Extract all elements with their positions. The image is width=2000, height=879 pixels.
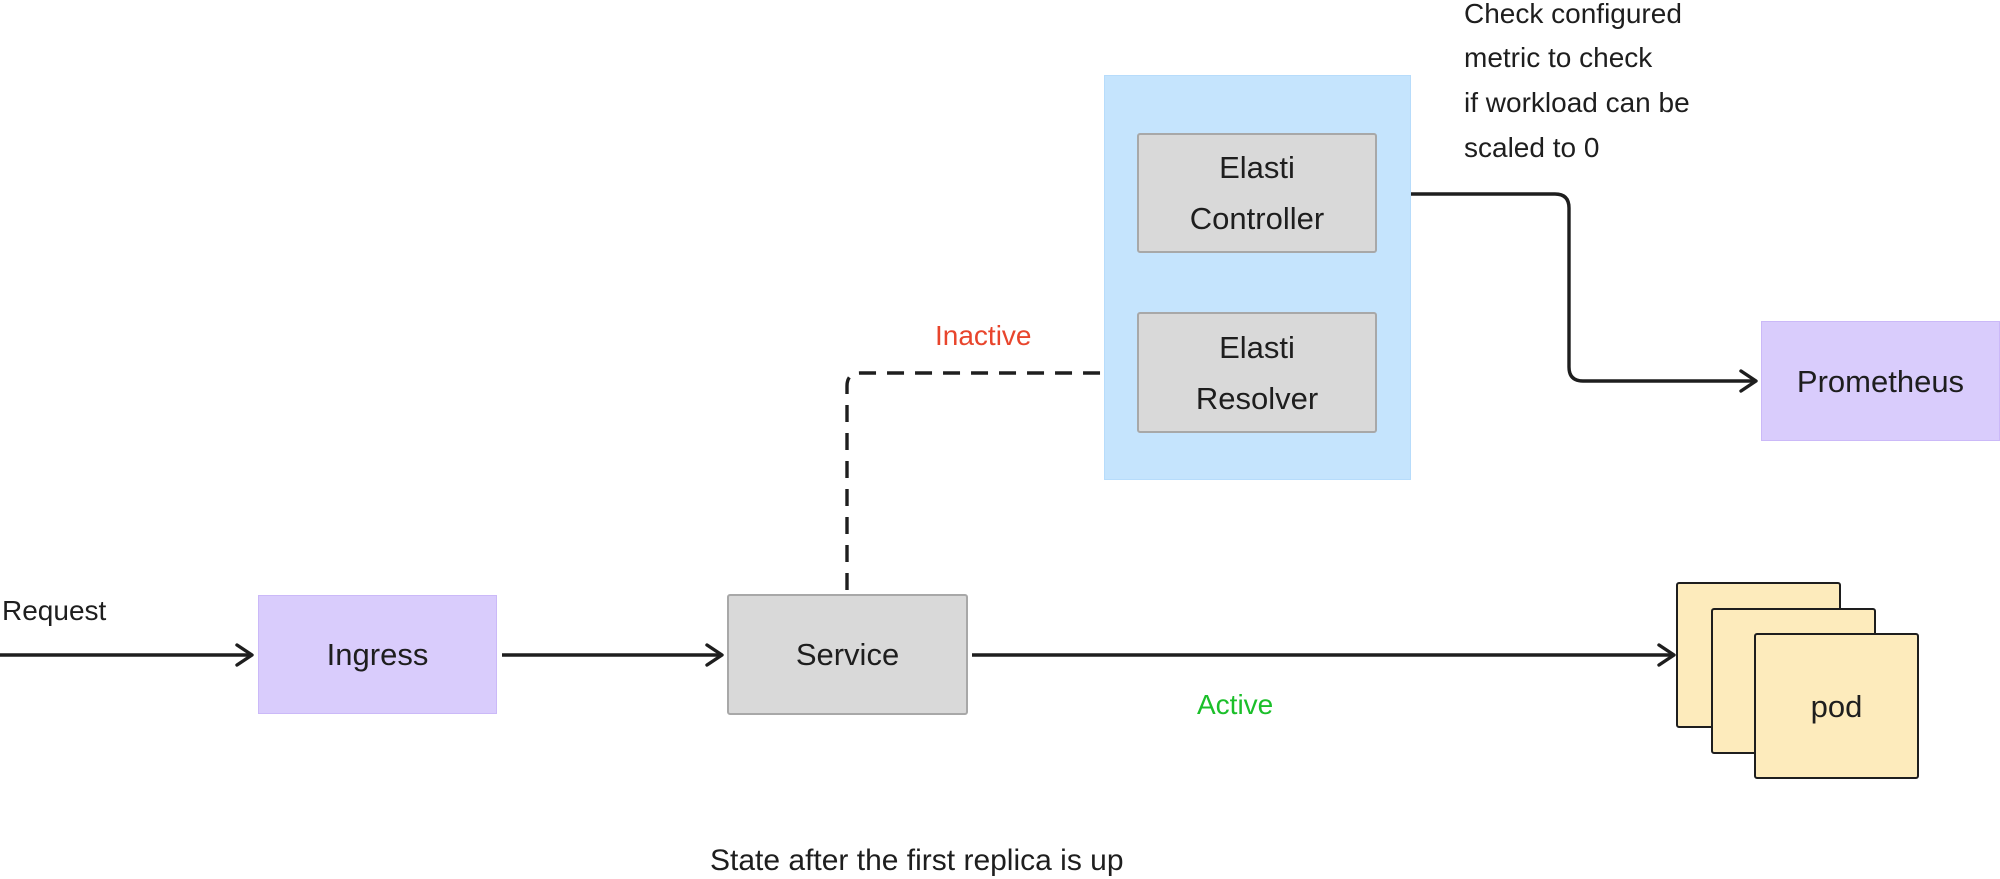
elasti-resolver-label-line2: Resolver <box>1195 380 1319 416</box>
ingress-node[interactable]: Ingress <box>258 595 497 714</box>
inactive-label: Inactive <box>935 320 1032 351</box>
elasti-controller-label-line2: Controller <box>1189 201 1325 236</box>
pod-node[interactable]: pod <box>1754 633 1919 779</box>
prometheus-node[interactable]: Prometheus <box>1761 321 2000 441</box>
prometheus-label: Prometheus <box>1796 363 1965 399</box>
service-to-resolver-dashed-arrow <box>845 361 1134 590</box>
service-node[interactable]: Service <box>727 594 968 715</box>
elasti-resolver-node[interactable]: Elasti Resolver <box>1137 312 1377 433</box>
elasti-controller-node[interactable]: Elasti Controller <box>1137 133 1377 253</box>
pod-label: pod <box>1810 688 1863 724</box>
elasti-resolver-label-line1: Elasti <box>1219 329 1295 365</box>
note-line-2: metric to check <box>1464 42 1653 73</box>
controller-to-prometheus-arrow <box>1383 192 1758 393</box>
note-line-3: if workload can be <box>1464 87 1690 118</box>
diagram-caption: State after the first replica is up <box>710 844 1124 877</box>
note-line-1: Check configured <box>1464 0 1682 29</box>
request-label: Request <box>2 595 107 626</box>
active-label: Active <box>1197 689 1274 720</box>
service-label: Service <box>795 637 900 672</box>
ingress-label: Ingress <box>326 637 429 672</box>
note-line-4: scaled to 0 <box>1464 132 1600 163</box>
elasti-controller-label-line1: Elasti <box>1219 150 1295 185</box>
